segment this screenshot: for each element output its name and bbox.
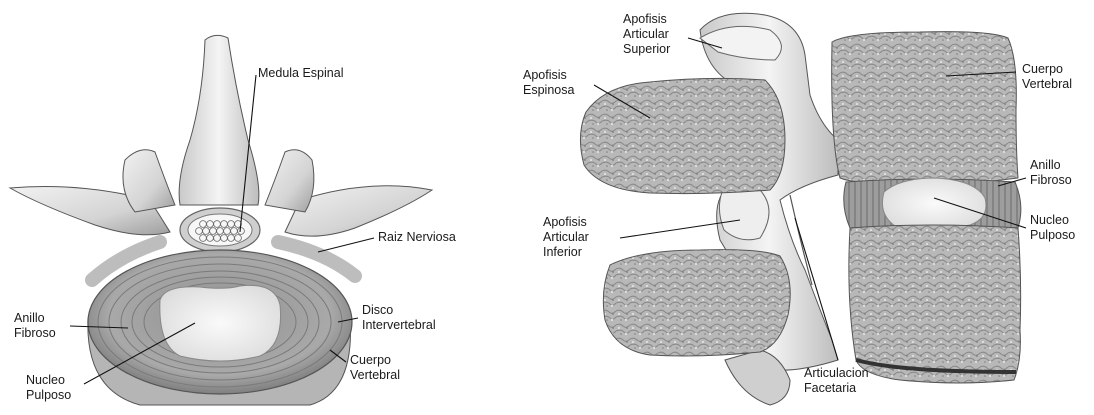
lateral-spine-illustration [580, 13, 1020, 405]
label-line: Fibroso [14, 326, 56, 341]
label-line: Nucleo [1030, 213, 1075, 228]
leader-raiz-nerviosa [318, 238, 374, 252]
label-line: Apofisis [523, 68, 574, 83]
label-line: Anillo [14, 311, 56, 326]
label-anillo-fibroso-right: Anillo Fibroso [1030, 158, 1072, 188]
label-line: Apofisis [543, 215, 589, 230]
label-apofisis-articular-inferior: Apofisis Articular Inferior [543, 215, 589, 260]
label-line: Espinosa [523, 83, 574, 98]
label-apofisis-articular-superior: Apofisis Articular Superior [623, 12, 670, 57]
label-cuerpo-vertebral-left: Cuerpo Vertebral [350, 353, 400, 383]
label-line: Vertebral [350, 368, 400, 383]
label-text: Raiz Nerviosa [378, 230, 456, 245]
label-nucleo-pulposo-right: Nucleo Pulposo [1030, 213, 1075, 243]
label-line: Facetaria [804, 381, 869, 396]
label-line: Nucleo [26, 373, 71, 388]
label-line: Disco [362, 303, 436, 318]
label-nucleo-pulposo-left: Nucleo Pulposo [26, 373, 71, 403]
label-articulacion-facetaria: Articulacion Facetaria [804, 366, 869, 396]
label-line: Intervertebral [362, 318, 436, 333]
label-raiz-nerviosa: Raiz Nerviosa [378, 230, 456, 245]
label-line: Vertebral [1022, 77, 1072, 92]
label-line: Fibroso [1030, 173, 1072, 188]
label-line: Apofisis [623, 12, 670, 27]
label-line: Pulposo [26, 388, 71, 403]
label-anillo-fibroso-left: Anillo Fibroso [14, 311, 56, 341]
label-line: Anillo [1030, 158, 1072, 173]
label-line: Articular [543, 230, 589, 245]
label-medula-espinal: Medula Espinal [258, 66, 343, 81]
label-line: Articular [623, 27, 670, 42]
label-line: Cuerpo [350, 353, 400, 368]
axial-vertebra-illustration [10, 35, 432, 405]
label-line: Pulposo [1030, 228, 1075, 243]
label-disco-intervertebral: Disco Intervertebral [362, 303, 436, 333]
label-line: Cuerpo [1022, 62, 1072, 77]
label-apofisis-espinosa: Apofisis Espinosa [523, 68, 574, 98]
label-line: Inferior [543, 245, 589, 260]
label-cuerpo-vertebral-right: Cuerpo Vertebral [1022, 62, 1072, 92]
label-text: Medula Espinal [258, 66, 343, 81]
label-line: Superior [623, 42, 670, 57]
label-line: Articulacion [804, 366, 869, 381]
